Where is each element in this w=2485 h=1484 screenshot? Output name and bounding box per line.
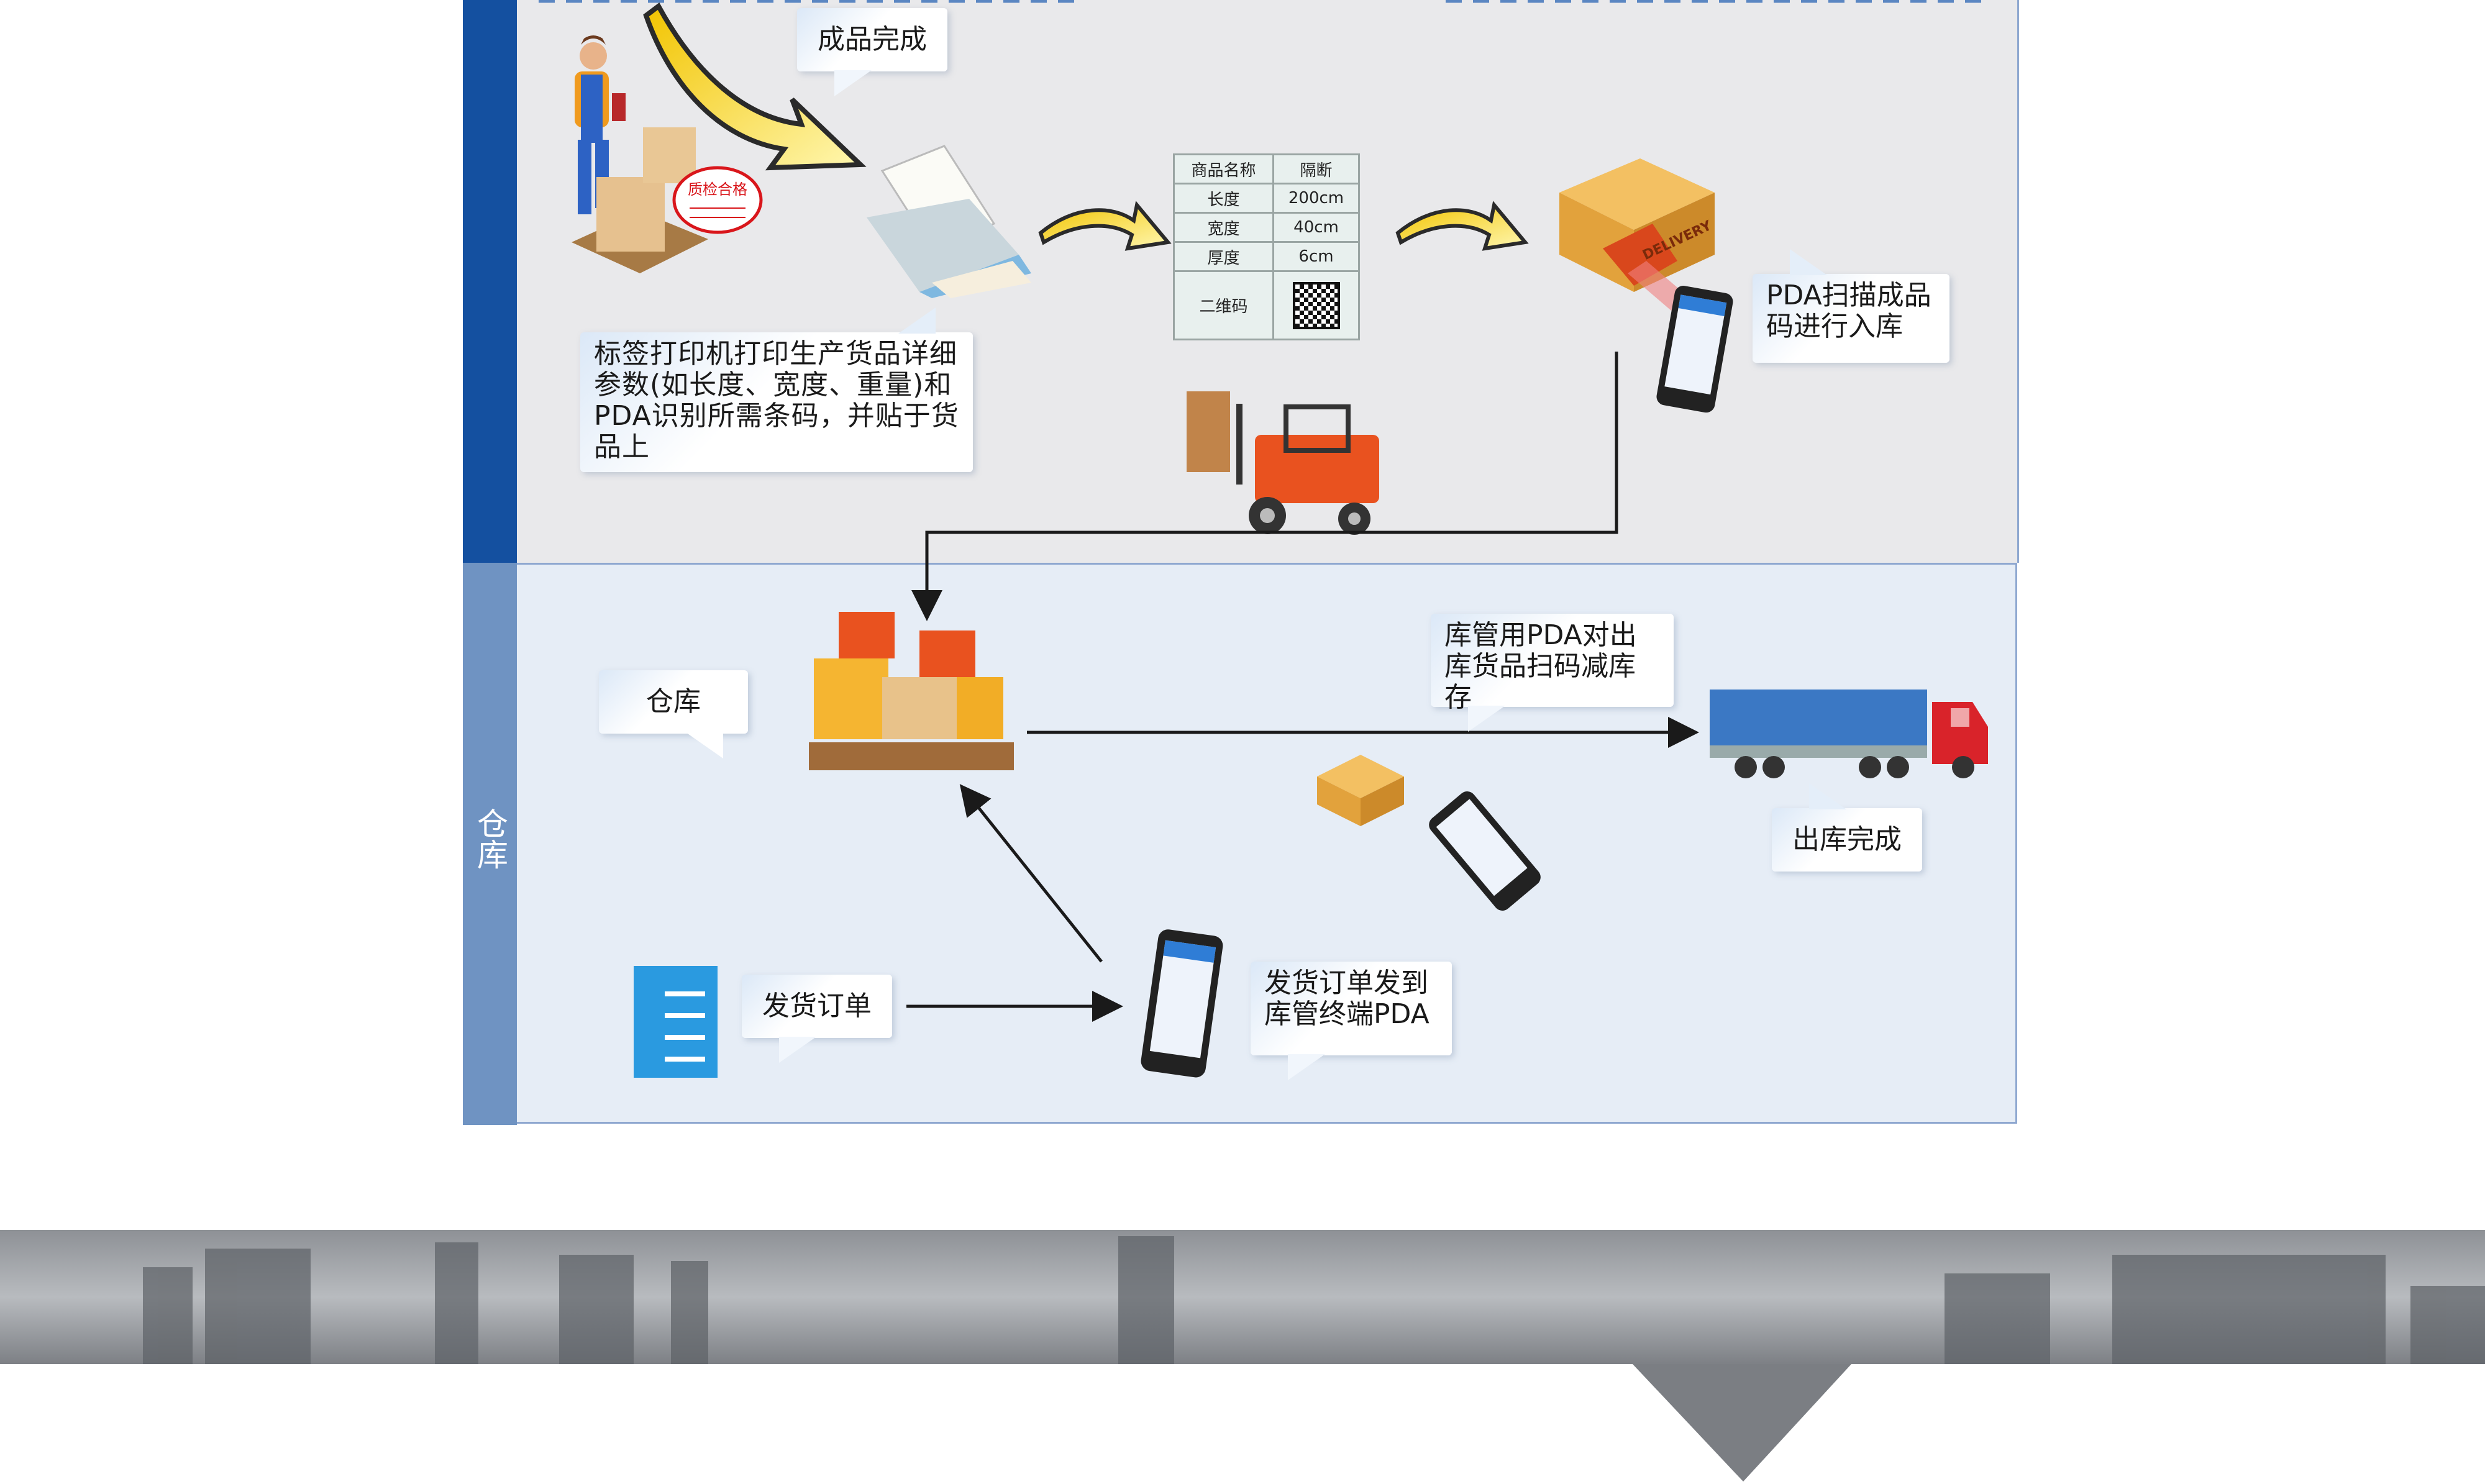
table-row: 二维码	[1172, 270, 1360, 340]
order-list-icon	[634, 966, 718, 1078]
arrow-to-box-icon	[1395, 201, 1529, 251]
stamp-title: 质检合格	[688, 181, 747, 198]
pda-to-warehouse-arrow	[959, 784, 1103, 963]
bubble-text: PDA扫描成品码进行入库	[1766, 280, 1931, 342]
warehouse-stock-icon	[809, 612, 1014, 770]
bubble-text: 库管用PDA对出库货品扫码减库存	[1444, 619, 1637, 713]
spec-label: 商品名称	[1172, 153, 1275, 184]
bubble-warehouse: 仓库	[599, 670, 748, 758]
bubble-pda-scan-inbound: PDA扫描成品码进行入库	[1753, 249, 1949, 363]
delivery-truck-icon	[1710, 690, 1988, 778]
qr-code-icon	[1272, 270, 1360, 340]
bubble-text: 标签打印机打印生产货品详细参数(如长度、宽度、重量)和PDA识别所需条码，并贴于…	[594, 338, 959, 463]
spec-label: 二维码	[1172, 270, 1275, 340]
quality-stamp	[672, 166, 763, 234]
label-printer-icon	[867, 145, 1031, 298]
spec-value: 200cm	[1272, 183, 1360, 214]
delivery-box-icon	[1559, 158, 1715, 292]
skyline-buildings	[143, 1236, 2485, 1364]
warehouse-section-label: 仓库	[472, 808, 508, 870]
bubble-text: 出库完成	[1792, 824, 1902, 855]
bubble-outbound-done: 出库完成	[1772, 783, 1922, 872]
table-row: 商品名称隔断	[1172, 153, 1360, 184]
production-side-bar	[463, 0, 517, 563]
bubble-order-to-pda: 发货订单发到库管终端PDA	[1251, 962, 1452, 1080]
spec-value: 40cm	[1272, 212, 1360, 243]
bubble-text: 发货订单发到库管终端PDA	[1264, 967, 1429, 1030]
spec-value: 隔断	[1272, 153, 1360, 184]
warehouse-manager-pda-icon	[1141, 929, 1223, 1078]
warehouse-side-bar	[463, 563, 517, 1125]
bubble-text: 发货订单	[762, 990, 872, 1022]
bubble-text: 仓库	[646, 686, 701, 717]
worker-icon	[575, 35, 626, 214]
bubble-shipping-order: 发货订单	[742, 975, 892, 1063]
inbound-connector-arrow	[911, 352, 1618, 621]
spec-label: 长度	[1172, 183, 1275, 214]
spec-value: 6cm	[1272, 241, 1360, 272]
outbound-pda-icon	[1429, 791, 1541, 911]
bubble-pda-outbound-scan: 库管用PDA对出库货品扫码减库存	[1431, 614, 1674, 732]
spec-label: 厚度	[1172, 241, 1275, 272]
arrow-to-table-icon	[1038, 201, 1172, 251]
outbound-box-icon	[1317, 755, 1404, 826]
city-skyline-banner	[0, 1230, 2485, 1364]
bubble-text: 成品完成	[818, 24, 927, 55]
warehouse-section	[463, 563, 2017, 1124]
down-pointer	[1633, 1364, 1851, 1482]
boxes-on-pallet-icon	[572, 127, 708, 273]
pda-scanner-icon	[1656, 286, 1733, 413]
big-curved-arrow-icon	[643, 2, 867, 171]
bubble-finished: 成品完成	[797, 8, 947, 96]
forklift-icon	[1187, 391, 1379, 535]
spec-label: 宽度	[1172, 212, 1275, 243]
bubble-label-printer: 标签打印机打印生产货品详细参数(如长度、宽度、重量)和PDA识别所需条码，并贴于…	[580, 307, 973, 472]
